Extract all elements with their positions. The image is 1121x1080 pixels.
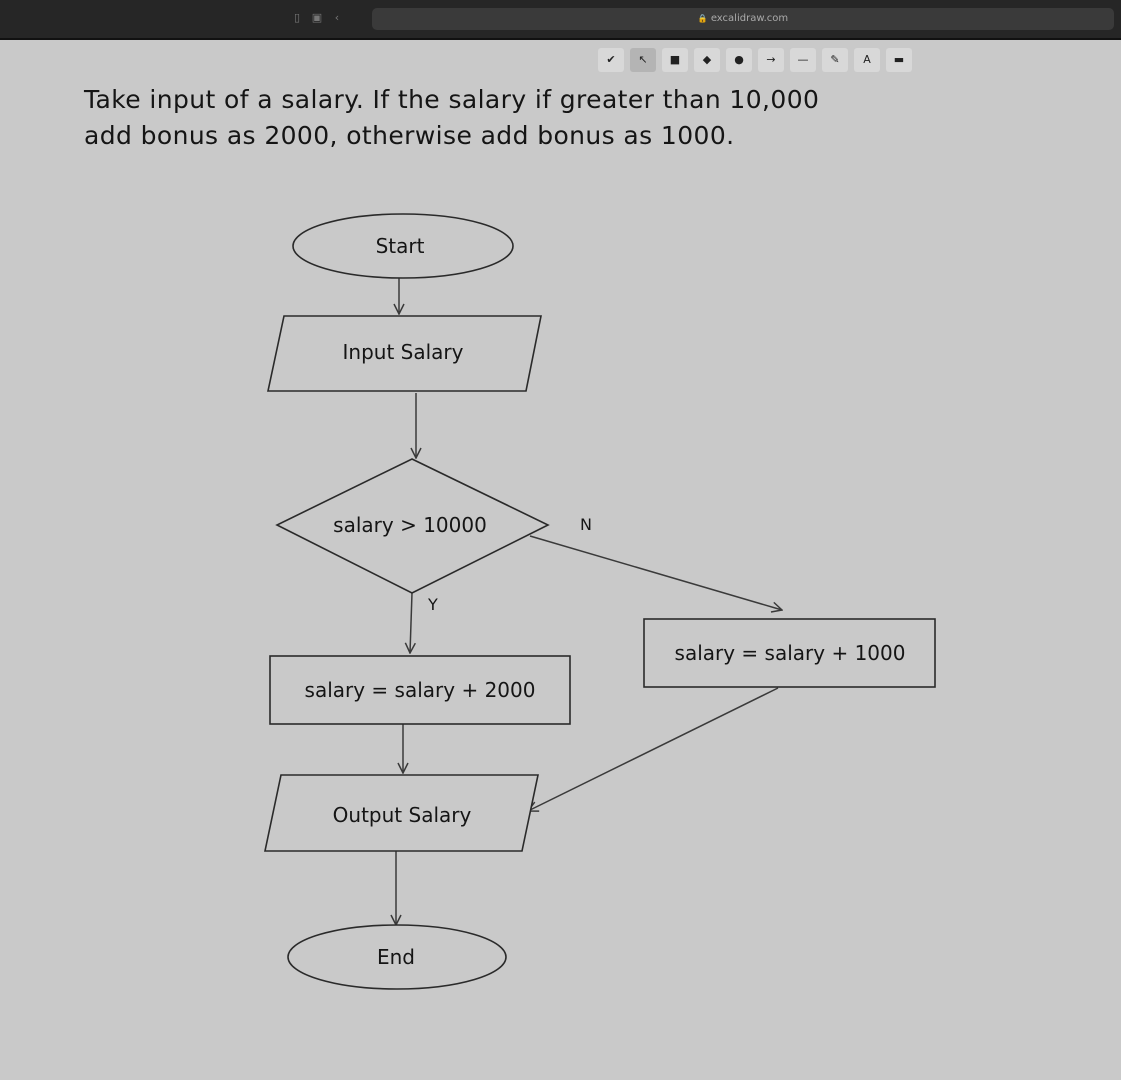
url-text: excalidraw.com bbox=[710, 13, 789, 24]
yes-process-node[interactable] bbox=[269, 655, 571, 725]
arrow-tool[interactable]: → bbox=[758, 48, 784, 72]
ellipse-tool[interactable]: ● bbox=[726, 48, 752, 72]
decision-node-label: salary > 10000 bbox=[333, 513, 487, 537]
back-icon[interactable]: ‹ bbox=[334, 11, 340, 24]
end-node[interactable] bbox=[287, 924, 507, 990]
shape-toolbar: ✔↖■◆●→—✎A▬ bbox=[598, 48, 912, 72]
edge-decision-to-no[interactable] bbox=[529, 535, 782, 610]
edge-label-no: N bbox=[580, 515, 592, 534]
start-node-label: Start bbox=[376, 234, 425, 258]
selection-tool[interactable]: ↖ bbox=[630, 48, 656, 72]
lock-icon: 🔒 bbox=[697, 14, 708, 23]
rectangle-tool[interactable]: ■ bbox=[662, 48, 688, 72]
start-node[interactable] bbox=[292, 213, 514, 279]
problem-statement: Take input of a salary. If the salary if… bbox=[84, 82, 1044, 154]
problem-line-2: add bonus as 2000, otherwise add bonus a… bbox=[84, 121, 735, 150]
image-tool[interactable]: ▬ bbox=[886, 48, 912, 72]
edge-no-to-output[interactable] bbox=[528, 687, 779, 811]
lock-tool[interactable]: ✔ bbox=[598, 48, 624, 72]
drawing-canvas[interactable] bbox=[0, 40, 1121, 1080]
output-node[interactable] bbox=[264, 774, 539, 852]
input-node-label: Input Salary bbox=[343, 340, 464, 364]
line-tool[interactable]: — bbox=[790, 48, 816, 72]
end-node-label: End bbox=[377, 945, 415, 969]
no-process-node-label: salary = salary + 1000 bbox=[675, 641, 906, 665]
browser-bar: ▯ ▣ ‹ 🔒excalidraw.com bbox=[0, 0, 1121, 40]
url-bar[interactable]: 🔒excalidraw.com bbox=[372, 8, 1114, 30]
problem-line-1: Take input of a salary. If the salary if… bbox=[84, 85, 820, 114]
tabs-icon[interactable]: ▣ bbox=[311, 11, 323, 24]
yes-process-node-label: salary = salary + 2000 bbox=[305, 678, 536, 702]
diamond-tool[interactable]: ◆ bbox=[694, 48, 720, 72]
draw-tool[interactable]: ✎ bbox=[822, 48, 848, 72]
text-tool[interactable]: A bbox=[854, 48, 880, 72]
sidebar-icon[interactable]: ▯ bbox=[293, 11, 301, 24]
edge-decision-to-yes[interactable] bbox=[410, 592, 412, 653]
input-node[interactable] bbox=[267, 315, 542, 392]
no-process-node[interactable] bbox=[643, 618, 936, 688]
browser-nav-controls: ▯ ▣ ‹ bbox=[290, 11, 344, 25]
edge-label-yes: Y bbox=[427, 595, 438, 614]
decision-node[interactable] bbox=[275, 458, 550, 594]
output-node-label: Output Salary bbox=[333, 803, 472, 827]
